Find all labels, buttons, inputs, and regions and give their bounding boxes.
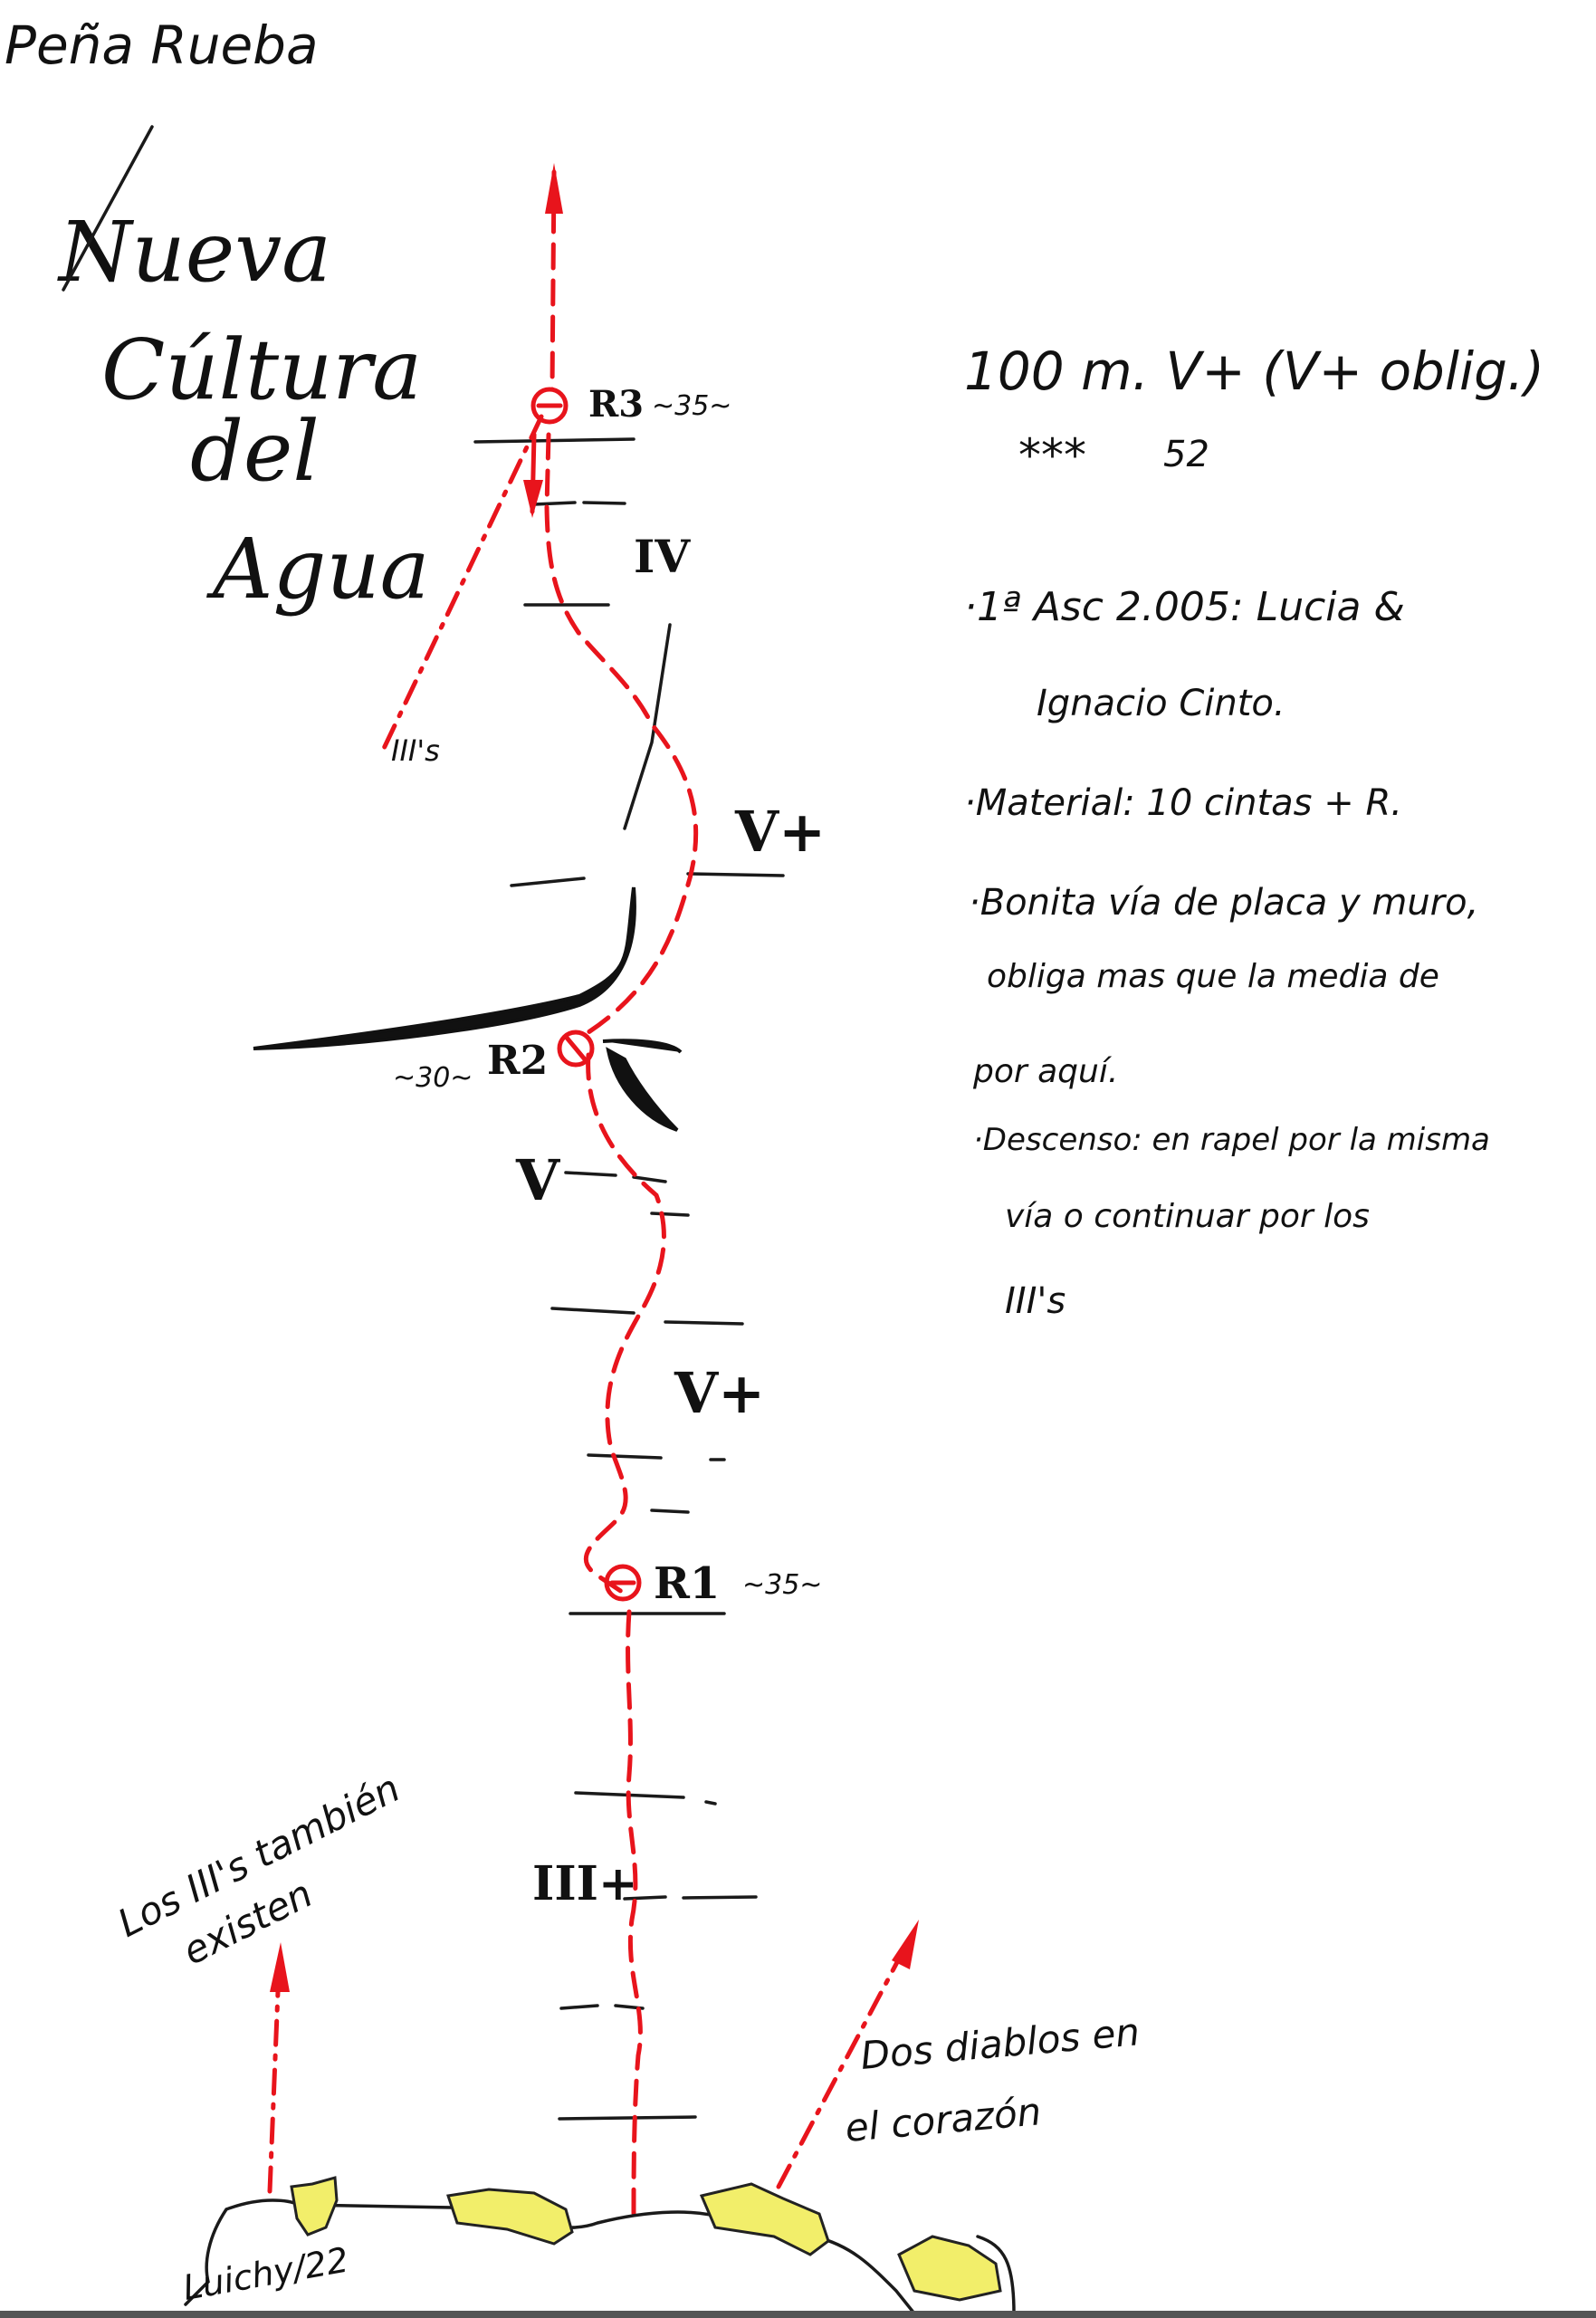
los-iii-route-line — [267, 1967, 282, 2194]
route-summary: 100 m. V+ (V+ oblig.) — [964, 340, 1544, 402]
belay-length: ~30~ — [393, 1062, 473, 1094]
note-line: ·Bonita vía de placa y muro, — [969, 882, 1478, 924]
route-notes: ·1ª Asc 2.005: Lucia & Ignacio Cinto. ·M… — [964, 584, 1490, 1322]
note-line: ·Descenso: en rapel por la misma — [973, 1122, 1490, 1158]
route-up-arrow-icon — [545, 163, 563, 214]
title-line: Cúltura — [101, 321, 422, 418]
los-iii-label: Los III's también existen — [110, 1766, 406, 1974]
roof-overhang — [253, 886, 636, 1050]
belay-icon — [604, 1564, 642, 1602]
pitch-grade: V+ — [734, 799, 826, 865]
title-stroke — [62, 125, 154, 292]
dos-diablos-route-line — [776, 1944, 908, 2189]
belay-label: R1 — [654, 1558, 720, 1609]
main-route-line — [544, 169, 699, 2217]
belay-label: R2 — [487, 1038, 548, 1084]
note-line: ·Material: 10 cintas + R. — [964, 782, 1402, 824]
note-line: Ignacio Cinto. — [1037, 683, 1285, 724]
title-line: Agua — [205, 521, 429, 618]
dos-diablos-label: Dos diablos en — [859, 2009, 1142, 2078]
roof-flake — [602, 1039, 683, 1132]
belay-r1: R1 ~35~ — [604, 1558, 822, 1609]
pitch-grade: V — [515, 1147, 560, 1213]
note-line: ·1ª Asc 2.005: Lucia & — [964, 584, 1405, 630]
rappel-down-arrow-icon — [523, 480, 543, 518]
page-bottom-edge — [0, 2311, 1596, 2318]
note-line: obliga mas que la media de — [987, 958, 1439, 995]
belay-label: R3 — [588, 383, 644, 426]
pitch-grade: III+ — [532, 1856, 638, 1911]
pitch-grade: V+ — [674, 1360, 765, 1426]
belay-length: ~35~ — [652, 390, 731, 422]
note-line: III's — [1005, 1280, 1066, 1322]
belay-r2: R2 ~30~ — [393, 1030, 595, 1094]
ledge-lines — [473, 437, 785, 2121]
los-iii-arrow-icon — [270, 1942, 290, 1992]
author-signature: Luichy/22 — [180, 2240, 351, 2308]
belay-icon — [530, 387, 569, 425]
belay-icon — [557, 1030, 595, 1068]
note-line: por aquí. — [972, 1053, 1118, 1090]
dos-diablos-arrow-icon — [892, 1920, 919, 1969]
route-rating-extra: 52 — [1163, 434, 1209, 475]
belay-r3: R3 ~35~ — [530, 383, 731, 426]
title-line: del — [190, 403, 320, 500]
area-name: Peña Rueba — [5, 14, 319, 76]
belay-length: ~35~ — [742, 1569, 822, 1601]
title-line: Nueva — [57, 204, 331, 301]
route-title: Nueva Cúltura del Agua — [57, 204, 429, 618]
route-rating: *** — [1018, 429, 1086, 482]
left-branch-line — [377, 414, 544, 759]
note-line: vía o continuar por los — [1005, 1198, 1370, 1235]
yellow-bushes — [290, 2176, 1002, 2302]
left-branch-label: III's — [391, 733, 440, 768]
pitch-grade: IV — [634, 530, 691, 583]
dos-diablos-label: el corazón — [844, 2089, 1043, 2150]
